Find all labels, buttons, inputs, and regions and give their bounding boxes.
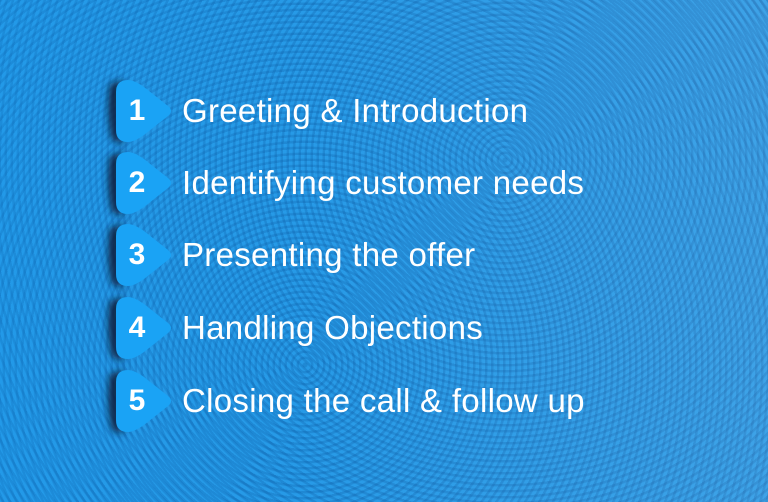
step-number: 4 — [128, 311, 146, 344]
play-arrow-badge-icon — [108, 297, 171, 361]
play-arrow-badge-icon — [108, 80, 171, 144]
step-item-1: 1 Greeting & Introduction — [104, 80, 724, 144]
play-arrow-badge-icon — [108, 152, 171, 216]
step-label: Handling Objections — [182, 309, 484, 346]
step-item-3: 3 Presenting the offer — [104, 224, 724, 288]
step-number: 1 — [128, 94, 146, 127]
step-badge-3: 3 — [104, 224, 176, 288]
play-arrow-badge-icon — [108, 370, 171, 434]
step-label: Closing the call & follow up — [182, 382, 585, 419]
step-badge-4: 4 — [104, 297, 176, 361]
step-badge-1: 1 — [104, 80, 176, 144]
step-number: 5 — [128, 384, 146, 417]
step-item-4: 4 Handling Objections — [104, 297, 724, 361]
step-number: 3 — [128, 238, 146, 271]
step-badge-2: 2 — [104, 152, 176, 216]
step-label: Identifying customer needs — [182, 164, 585, 201]
step-item-2: 2 Identifying customer needs — [104, 152, 724, 216]
step-number: 2 — [128, 166, 146, 199]
step-item-5: 5 Closing the call & follow up — [104, 370, 724, 434]
step-label: Presenting the offer — [182, 236, 476, 273]
play-arrow-badge-icon — [108, 224, 171, 288]
step-label: Greeting & Introduction — [182, 92, 529, 129]
step-badge-5: 5 — [104, 370, 176, 434]
